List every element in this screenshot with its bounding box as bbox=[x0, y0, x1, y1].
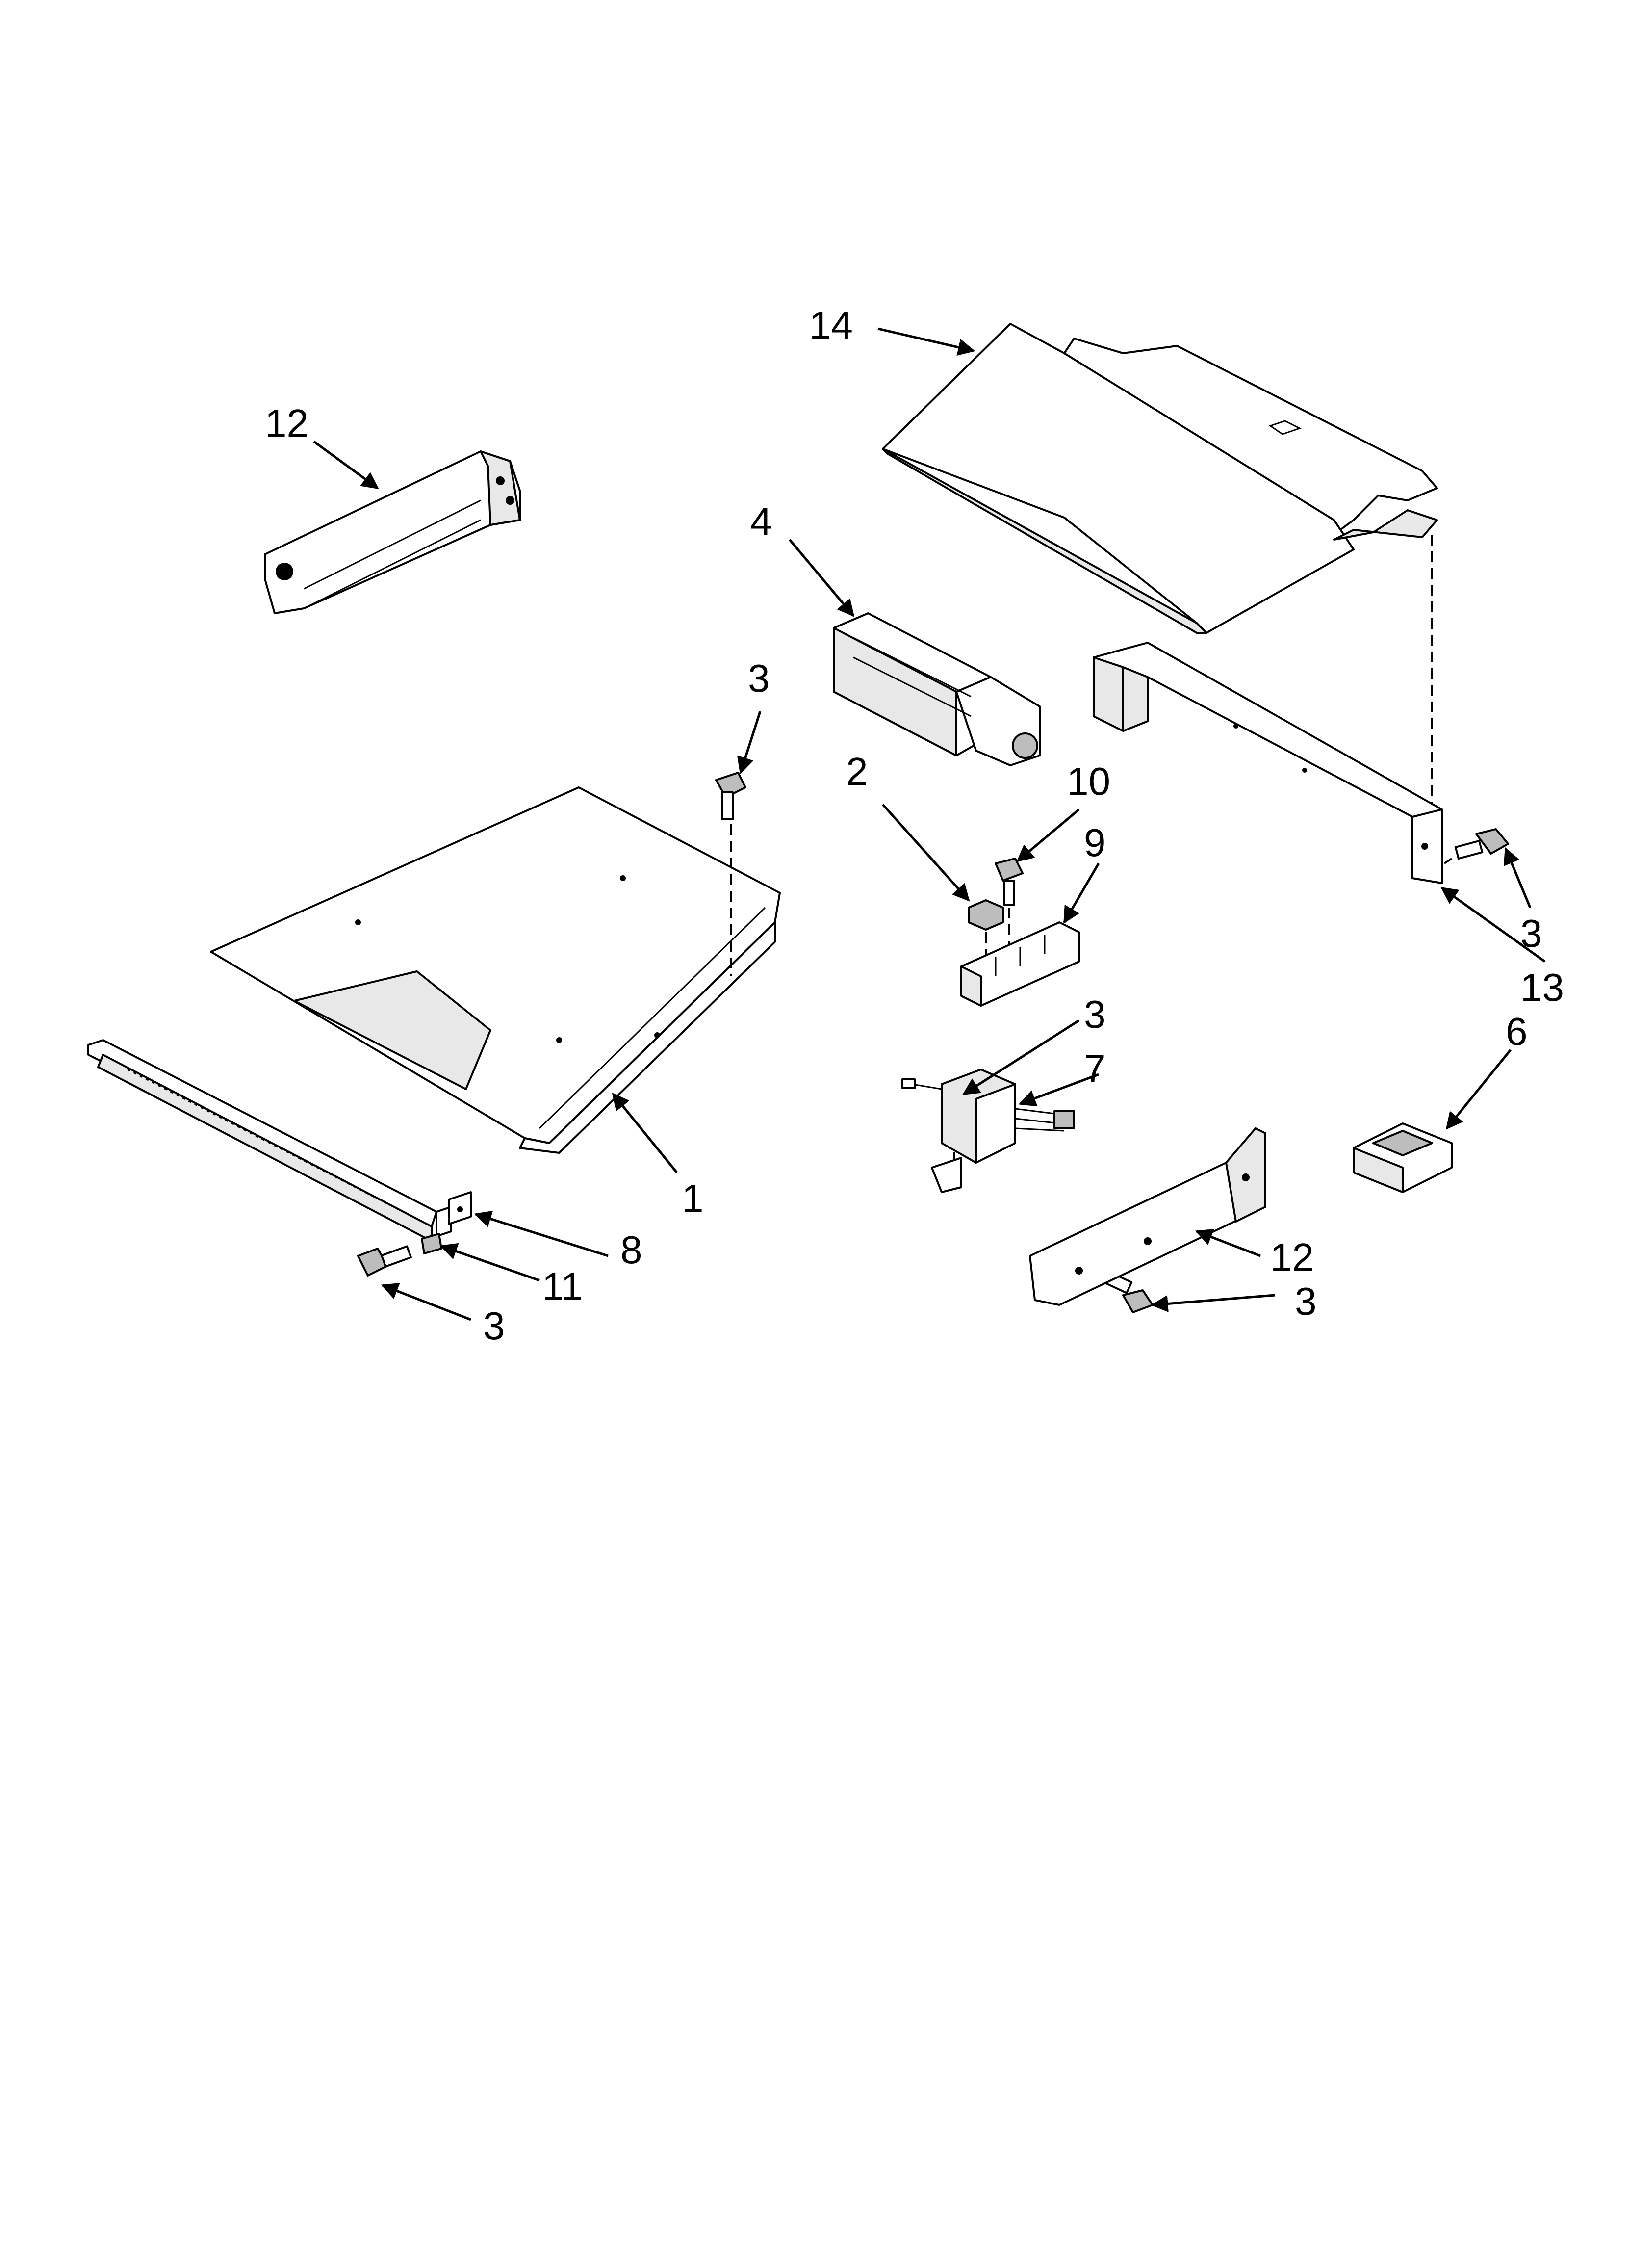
callout-14: 14 bbox=[809, 303, 853, 347]
right-side-rail-bracket bbox=[1093, 642, 1443, 884]
callout-2: 2 bbox=[846, 750, 868, 793]
callout-8: 8 bbox=[620, 1228, 642, 1272]
callout-9: 9 bbox=[1084, 821, 1106, 864]
screw-slide bbox=[357, 1245, 412, 1277]
top-left-bracket bbox=[264, 450, 521, 614]
callout-3-slide: 3 bbox=[483, 1304, 505, 1348]
callout-4: 4 bbox=[750, 499, 772, 543]
callout-12-top: 12 bbox=[265, 401, 308, 445]
callout-1: 1 bbox=[682, 1176, 704, 1220]
callout-labels: 14 12 4 3 2 10 9 3 13 6 3 7 1 8 11 3 12 … bbox=[265, 303, 1564, 1348]
rail-clip bbox=[448, 1191, 472, 1225]
base-panel bbox=[210, 786, 781, 1154]
top-cover-panel bbox=[882, 323, 1438, 634]
leader-lines bbox=[313, 327, 1546, 1321]
callout-6: 6 bbox=[1506, 1010, 1528, 1053]
callout-3-transformer: 3 bbox=[1084, 992, 1106, 1036]
terminal-block bbox=[960, 921, 1080, 1007]
callout-3-bracket: 3 bbox=[1520, 912, 1542, 955]
callout-3-panel: 3 bbox=[748, 656, 770, 700]
callout-11: 11 bbox=[542, 1265, 583, 1308]
bottom-right-bracket bbox=[1029, 1127, 1266, 1306]
callout-3-bottom: 3 bbox=[1295, 1279, 1317, 1323]
control-module bbox=[833, 612, 1041, 766]
callout-12-bottom: 12 bbox=[1270, 1235, 1314, 1279]
screw-panel bbox=[715, 772, 746, 976]
junction-box bbox=[1353, 1122, 1453, 1193]
terminal-screw bbox=[995, 858, 1024, 962]
slide-rail bbox=[87, 1039, 452, 1242]
screw-right-bracket bbox=[1443, 828, 1509, 864]
transformer bbox=[901, 1069, 1075, 1193]
hex-nut bbox=[968, 899, 1004, 976]
callout-7: 7 bbox=[1084, 1046, 1106, 1090]
callout-13: 13 bbox=[1520, 965, 1564, 1009]
callout-10: 10 bbox=[1067, 759, 1110, 803]
